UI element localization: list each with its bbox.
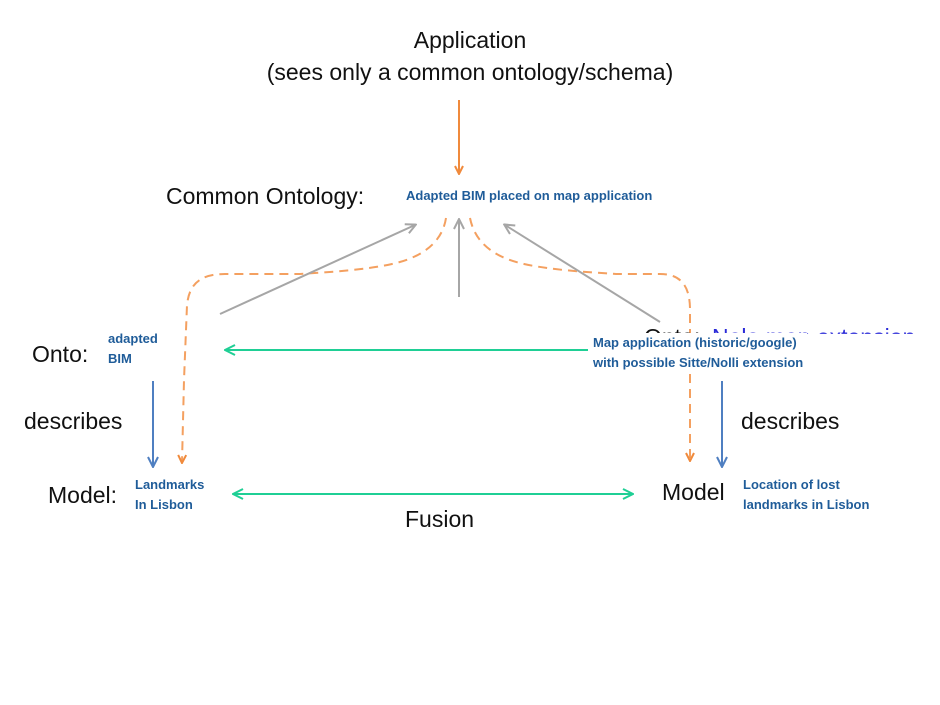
left-onto-value: adapted BIM [108, 329, 158, 369]
left-model-value-line2: In Lisbon [135, 497, 193, 513]
application-subtitle: (sees only a common ontology/schema) [266, 59, 674, 85]
right-onto-to-common-arrow [505, 225, 661, 323]
application-title: Application [413, 27, 527, 53]
left-model-value: Landmarks In Lisbon [135, 475, 204, 515]
right-model-label: Model [662, 479, 725, 505]
right-map-value-line2: with possible Sitte/Nolli extension [593, 355, 804, 371]
fusion-label: Fusion [405, 506, 475, 532]
left-onto-value-line2: BIM [108, 351, 132, 367]
common-ontology-value: Adapted BIM placed on map application [406, 188, 653, 203]
left-dashed-mapping-curve [182, 217, 447, 462]
left-onto-to-common-arrow [219, 225, 415, 315]
right-dashed-mapping-curve [469, 217, 690, 460]
left-model-value-line1: Landmarks [135, 477, 205, 492]
right-model-value-line1: Location of lost [743, 477, 840, 492]
left-model-label: Model: [48, 482, 118, 508]
left-onto-label: Onto: [32, 341, 89, 367]
right-describes-label: describes [741, 408, 840, 434]
right-onto-label-partial: Onto: [644, 323, 700, 334]
right-model-value: Location of lost landmarks in Lisbon [743, 475, 869, 515]
right-onto-value-partial: Nolo map extension [712, 324, 916, 350]
left-onto-value-line1: adapted [108, 331, 158, 346]
common-ontology-label: Common Ontology: [166, 183, 365, 209]
right-model-value-line2: landmarks in Lisbon [743, 497, 870, 513]
right-map-value-line1: Map application (historic/google) [593, 335, 797, 350]
right-map-value: Map application (historic/google) with p… [593, 333, 808, 374]
left-describes-label: describes [24, 408, 123, 434]
